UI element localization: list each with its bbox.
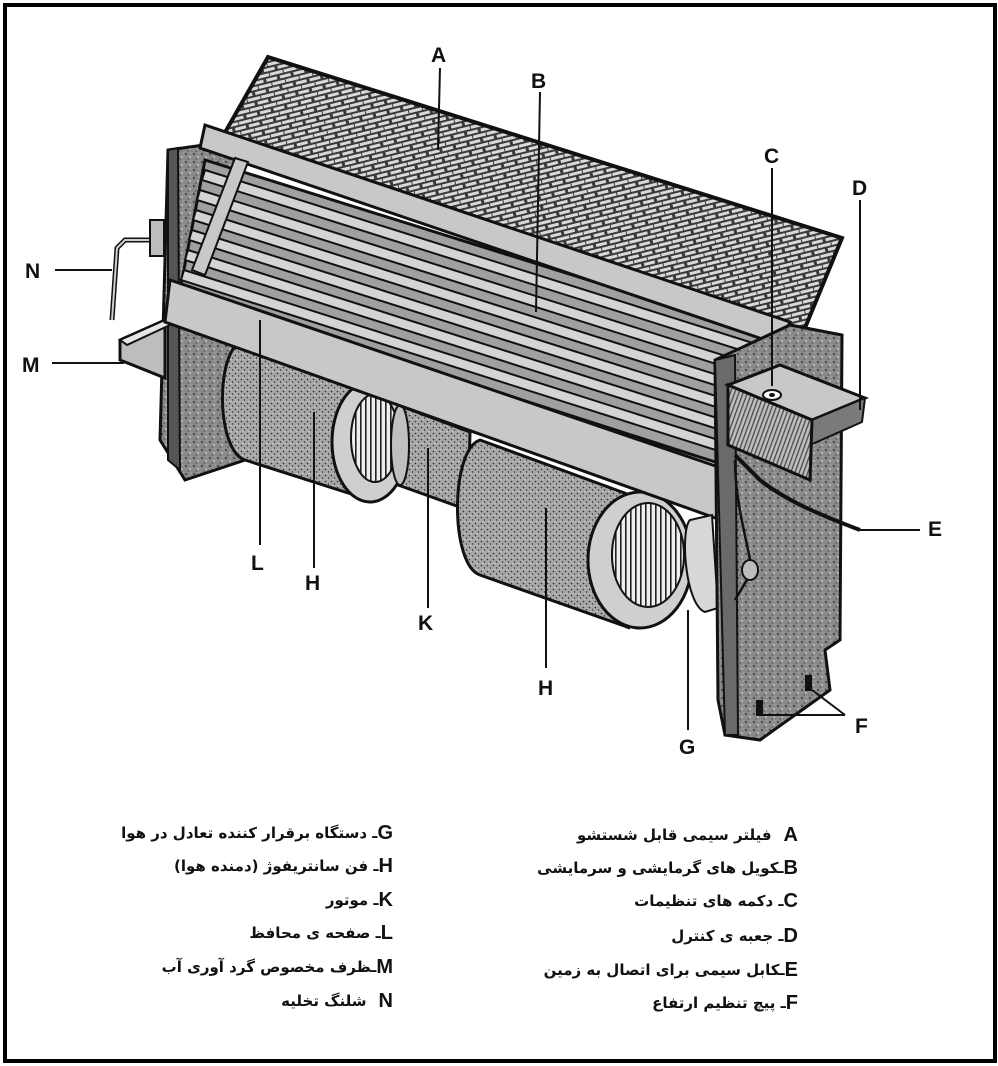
- label-a: A: [431, 44, 446, 67]
- air-balancer: [684, 513, 720, 614]
- control-knob: [762, 389, 782, 401]
- drain-pan: [117, 317, 172, 381]
- label-b: B: [531, 70, 546, 93]
- label-m: M: [22, 354, 40, 377]
- leveling-screws: [756, 675, 812, 716]
- label-f: F: [855, 715, 868, 738]
- leader-lines: [52, 67, 920, 730]
- label-e: E: [928, 518, 942, 541]
- label-l: L: [251, 552, 264, 575]
- label-k: K: [418, 612, 433, 635]
- control-box: [723, 363, 870, 483]
- label-c: C: [764, 145, 779, 168]
- ground-cable: [733, 453, 861, 601]
- label-d: D: [852, 177, 867, 200]
- right-fan: [456, 438, 694, 630]
- label-g: G: [679, 736, 695, 759]
- coil-block: [178, 123, 793, 472]
- drain-hose: [109, 219, 165, 321]
- label-h-left: H: [305, 572, 320, 595]
- label-h-right: H: [538, 677, 553, 700]
- label-n: N: [25, 260, 40, 283]
